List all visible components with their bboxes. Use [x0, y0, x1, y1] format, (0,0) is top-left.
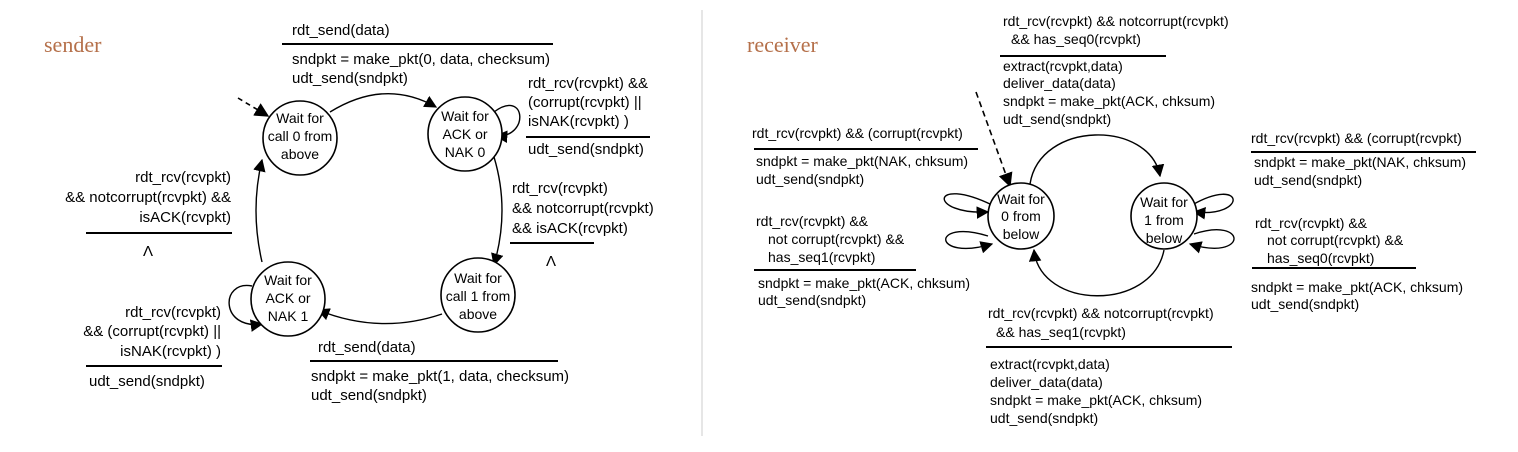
receiver-label-bottom: rdt_rcv(rcvpkt) && notcorrupt(rcvpkt) &&…: [986, 305, 1232, 426]
svg-text:&& isACK(rcvpkt): && isACK(rcvpkt): [512, 220, 628, 237]
svg-text:Λ: Λ: [546, 253, 556, 270]
svg-text:udt_send(sndpkt): udt_send(sndpkt): [311, 387, 427, 404]
receiver-initial-arrow: [975, 91, 1013, 188]
svg-text:rdt_rcv(rcvpkt): rdt_rcv(rcvpkt): [125, 304, 221, 321]
svg-text:rdt_rcv(rcvpkt) &&: rdt_rcv(rcvpkt) &&: [756, 213, 869, 229]
svg-text:udt_send(sndpkt): udt_send(sndpkt): [528, 141, 644, 158]
svg-text:udt_send(sndpkt): udt_send(sndpkt): [756, 171, 864, 187]
svg-text:sndpkt = make_pkt(1, data, che: sndpkt = make_pkt(1, data, checksum): [311, 368, 569, 385]
svg-text:udt_send(sndpkt): udt_send(sndpkt): [1003, 111, 1111, 127]
sender-label-send1: rdt_send(data) sndpkt = make_pkt(1, data…: [310, 339, 569, 404]
sender-title: sender: [44, 32, 102, 57]
sender-label-ack1-ok: rdt_rcv(rcvpkt) && notcorrupt(rcvpkt) &&…: [65, 169, 232, 260]
svg-text:rdt_rcv(rcvpkt): rdt_rcv(rcvpkt): [135, 169, 231, 186]
svg-text:&& notcorrupt(rcvpkt) &&: && notcorrupt(rcvpkt) &&: [65, 189, 231, 206]
svg-text:&& has_seq1(rcvpkt): && has_seq1(rcvpkt): [996, 324, 1126, 340]
svg-text:udt_send(sndpkt): udt_send(sndpkt): [292, 70, 408, 87]
svg-text:sndpkt = make_pkt(ACK, chksum): sndpkt = make_pkt(ACK, chksum): [1251, 279, 1463, 295]
svg-text:has_seq0(rcvpkt): has_seq0(rcvpkt): [1267, 250, 1374, 266]
sender-label-send0: rdt_send(data) sndpkt = make_pkt(0, data…: [282, 22, 553, 87]
sender-label-ack0-self: rdt_rcv(rcvpkt) && (corrupt(rcvpkt) || i…: [526, 75, 650, 158]
svg-text:&& notcorrupt(rcvpkt): && notcorrupt(rcvpkt): [512, 200, 654, 217]
sender-arc-send1: [316, 308, 443, 325]
svg-text:rdt_rcv(rcvpkt) &&: rdt_rcv(rcvpkt) &&: [528, 75, 648, 92]
sender-arc-ack0-self: [493, 104, 521, 143]
sender-arc-ack1-ok: [253, 158, 266, 263]
receiver-arc-right-bottom-loop: [1188, 229, 1235, 254]
svg-text:udt_send(sndpkt): udt_send(sndpkt): [89, 373, 205, 390]
svg-text:rdt_rcv(rcvpkt) && (corrupt(rc: rdt_rcv(rcvpkt) && (corrupt(rcvpkt): [1251, 130, 1462, 146]
receiver-arc-bottom: [1028, 248, 1165, 297]
svg-text:udt_send(sndpkt): udt_send(sndpkt): [1251, 296, 1359, 312]
receiver-label-left-seq1: rdt_rcv(rcvpkt) && not corrupt(rcvpkt) &…: [754, 213, 970, 308]
svg-text:sndpkt = make_pkt(ACK, chksum): sndpkt = make_pkt(ACK, chksum): [990, 392, 1202, 408]
svg-text:rdt_rcv(rcvpkt) && notcorrupt(: rdt_rcv(rcvpkt) && notcorrupt(rcvpkt): [1003, 13, 1229, 29]
svg-text:udt_send(sndpkt): udt_send(sndpkt): [758, 292, 866, 308]
svg-text:rdt_rcv(rcvpkt): rdt_rcv(rcvpkt): [512, 180, 608, 197]
svg-text:isNAK(rcvpkt) ): isNAK(rcvpkt) ): [528, 113, 629, 130]
svg-text:sndpkt = make_pkt(ACK, chksum): sndpkt = make_pkt(ACK, chksum): [758, 275, 970, 291]
svg-text:sndpkt = make_pkt(NAK, chksum): sndpkt = make_pkt(NAK, chksum): [756, 153, 968, 169]
sender-label-ack0-ok: rdt_rcv(rcvpkt) && notcorrupt(rcvpkt) &&…: [510, 180, 654, 270]
sender-arc-send0: [329, 92, 438, 113]
svg-text:sndpkt = make_pkt(NAK, chksum): sndpkt = make_pkt(NAK, chksum): [1254, 154, 1466, 170]
svg-text:deliver_data(data): deliver_data(data): [1003, 75, 1116, 91]
sender-arc-ack1-self: [228, 284, 264, 332]
svg-text:(corrupt(rcvpkt) ||: (corrupt(rcvpkt) ||: [528, 94, 642, 111]
svg-text:&& (corrupt(rcvpkt) ||: && (corrupt(rcvpkt) ||: [83, 323, 221, 340]
svg-text:has_seq1(rcvpkt): has_seq1(rcvpkt): [768, 249, 875, 265]
svg-text:&& has_seq0(rcvpkt): && has_seq0(rcvpkt): [1011, 31, 1141, 47]
receiver-label-right-corrupt: rdt_rcv(rcvpkt) && (corrupt(rcvpkt) sndp…: [1251, 130, 1476, 188]
svg-text:rdt_rcv(rcvpkt) &&: rdt_rcv(rcvpkt) &&: [1255, 215, 1368, 231]
receiver-title: receiver: [747, 32, 818, 57]
receiver-arc-right-top-loop: [1191, 193, 1234, 220]
svg-text:udt_send(sndpkt): udt_send(sndpkt): [990, 410, 1098, 426]
svg-text:rdt_send(data): rdt_send(data): [292, 22, 390, 39]
svg-text:extract(rcvpkt,data): extract(rcvpkt,data): [990, 356, 1110, 372]
svg-text:Λ: Λ: [143, 243, 153, 260]
svg-text:sndpkt = make_pkt(ACK, chksum): sndpkt = make_pkt(ACK, chksum): [1003, 93, 1215, 109]
sender-initial-arrow: [237, 97, 270, 117]
svg-text:extract(rcvpkt,data): extract(rcvpkt,data): [1003, 58, 1123, 74]
receiver-label-left-corrupt: rdt_rcv(rcvpkt) && (corrupt(rcvpkt) sndp…: [752, 125, 978, 187]
receiver-label-top: rdt_rcv(rcvpkt) && notcorrupt(rcvpkt) &&…: [1000, 13, 1229, 127]
svg-text:rdt_send(data): rdt_send(data): [318, 339, 416, 356]
svg-text:deliver_data(data): deliver_data(data): [990, 374, 1103, 390]
svg-text:udt_send(sndpkt): udt_send(sndpkt): [1254, 172, 1362, 188]
svg-text:rdt_rcv(rcvpkt) && notcorrupt(: rdt_rcv(rcvpkt) && notcorrupt(rcvpkt): [988, 305, 1214, 321]
sender-arc-ack0-ok: [491, 156, 504, 267]
svg-text:isACK(rcvpkt): isACK(rcvpkt): [139, 209, 231, 226]
receiver-arc-top: [1029, 134, 1165, 185]
sender-label-ack1-self: rdt_rcv(rcvpkt) && (corrupt(rcvpkt) || i…: [83, 304, 222, 390]
receiver-arc-left-top-loop: [943, 193, 993, 219]
svg-text:rdt_rcv(rcvpkt) && (corrupt(rc: rdt_rcv(rcvpkt) && (corrupt(rcvpkt): [752, 125, 963, 141]
svg-text:not corrupt(rcvpkt) &&: not corrupt(rcvpkt) &&: [768, 231, 905, 247]
receiver-label-right-seq0: rdt_rcv(rcvpkt) && not corrupt(rcvpkt) &…: [1251, 215, 1463, 312]
svg-text:not corrupt(rcvpkt) &&: not corrupt(rcvpkt) &&: [1267, 232, 1404, 248]
svg-text:isNAK(rcvpkt) ): isNAK(rcvpkt) ): [120, 343, 221, 360]
receiver-arc-left-bottom-loop: [945, 230, 994, 254]
svg-text:sndpkt = make_pkt(0, data, che: sndpkt = make_pkt(0, data, checksum): [292, 51, 550, 68]
